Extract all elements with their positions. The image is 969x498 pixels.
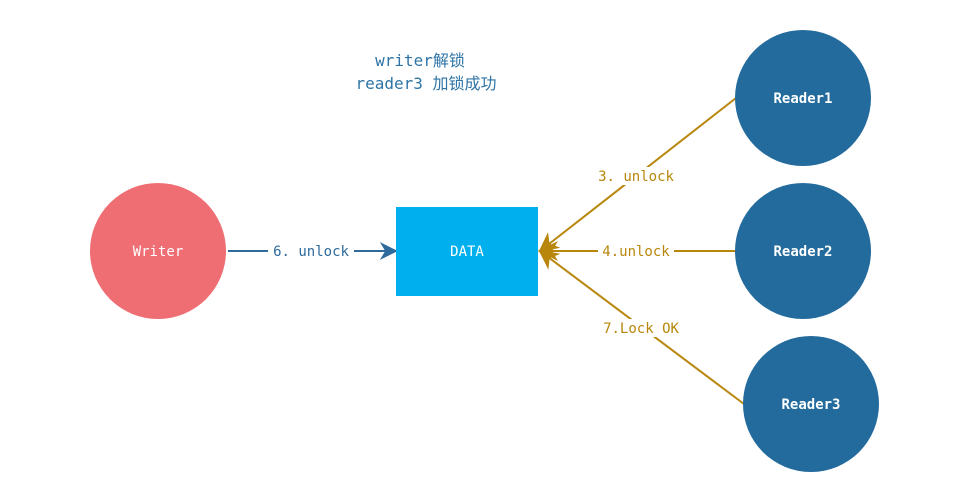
data-node	[396, 207, 538, 296]
data-node-label: DATA	[450, 244, 484, 260]
edge-label-bg-writer	[268, 242, 354, 260]
reader2-node	[735, 183, 871, 319]
reader1-node-label: Reader1	[773, 91, 832, 107]
edge-label-bg-reader3	[598, 319, 684, 337]
writer-node-label: Writer	[133, 244, 184, 260]
reader1-node	[735, 30, 871, 166]
title-line-1: writer解锁	[375, 51, 465, 70]
reader3-node-label: Reader3	[781, 397, 840, 413]
writer-node	[90, 183, 226, 319]
reader2-node-label: Reader2	[773, 244, 832, 260]
edge-label-bg-reader1	[594, 167, 680, 185]
reader3-node	[743, 336, 879, 472]
edge-label-reader3-data: 7.Lock OK	[603, 321, 679, 337]
edge-label-bg-reader2	[598, 242, 674, 260]
title-line-2: reader3 加锁成功	[355, 74, 496, 93]
edge-label-writer-data: 6. unlock	[273, 244, 349, 260]
edge-label-reader2-data: 4.unlock	[602, 244, 670, 260]
edge-label-reader1-data: 3. unlock	[598, 169, 674, 185]
